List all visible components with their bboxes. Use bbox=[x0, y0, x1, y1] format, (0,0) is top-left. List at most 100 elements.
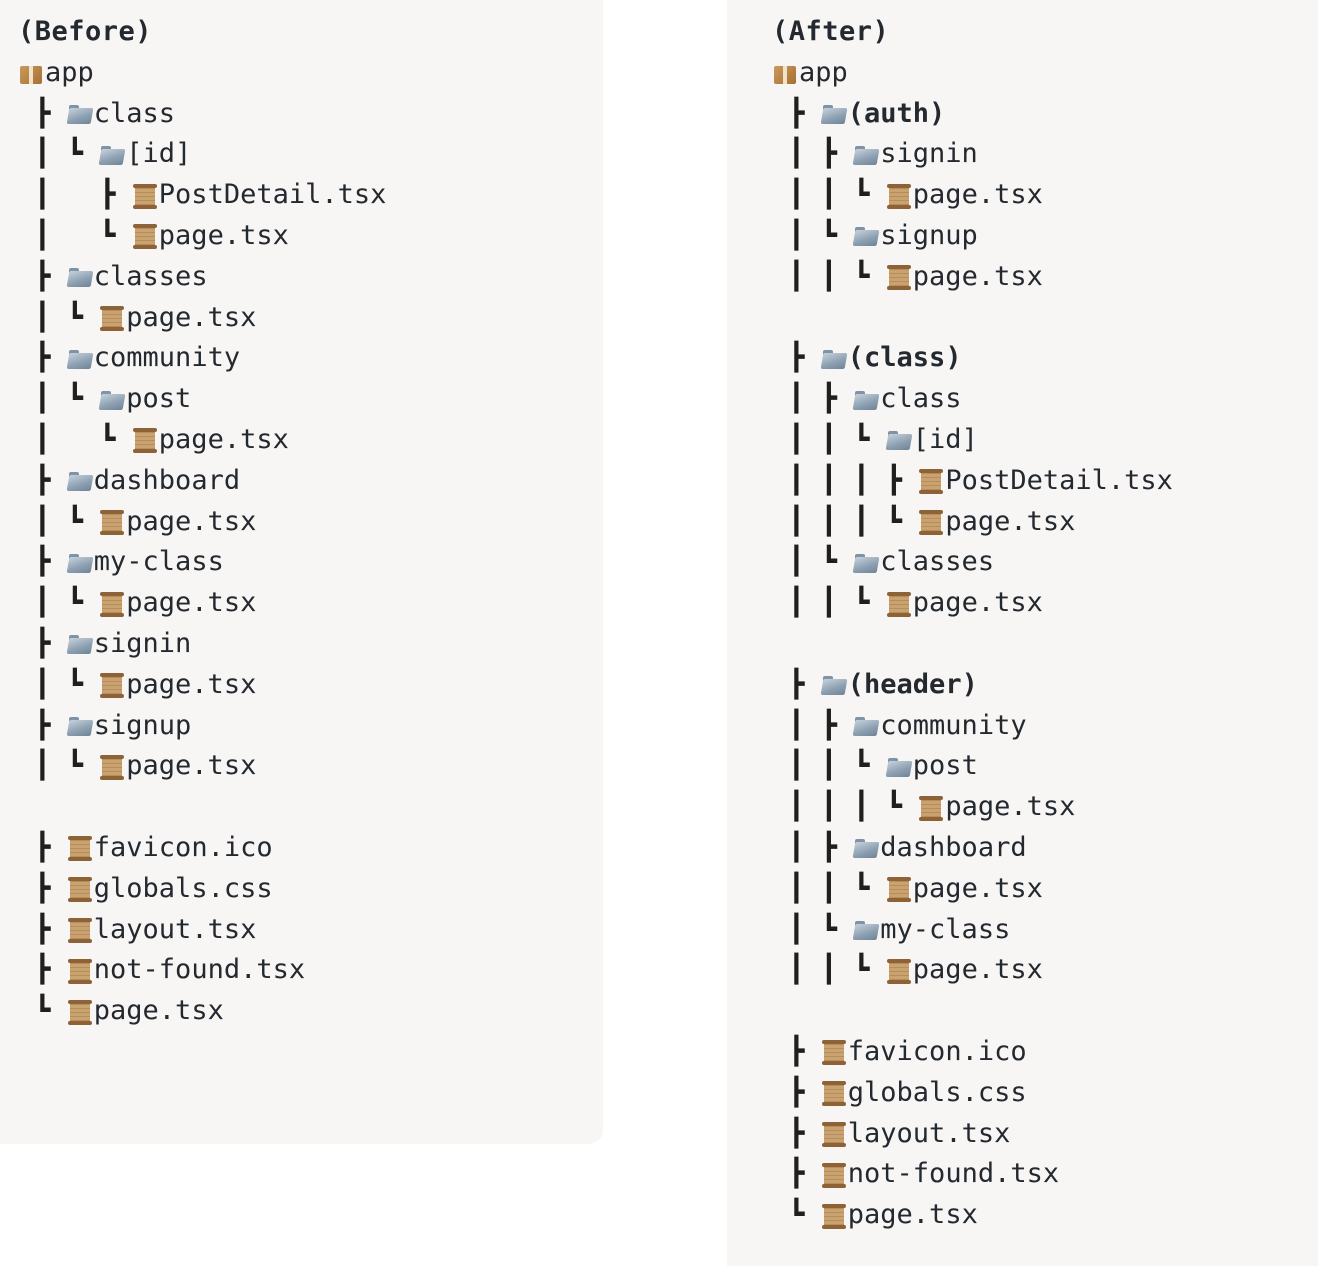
file-icon bbox=[99, 754, 125, 780]
tree-folder-row[interactable]: app bbox=[772, 53, 1173, 94]
tree-folder-row[interactable]: ┣ dashboard bbox=[18, 461, 386, 502]
tree-file-row[interactable]: ┃ ┗ page.tsx bbox=[18, 298, 386, 339]
tree-file-row[interactable]: ┃ ┃ ┃ ┗ page.tsx bbox=[772, 787, 1173, 828]
tree-file-row[interactable]: ┣ globals.css bbox=[772, 1073, 1173, 1114]
tree-folder-row[interactable]: ┣ community bbox=[18, 338, 386, 379]
tree-folder-row[interactable]: ┣ (auth) bbox=[772, 94, 1173, 135]
tree-connector: ┣ bbox=[18, 627, 67, 659]
tree-file-row[interactable]: ┣ layout.tsx bbox=[18, 910, 386, 951]
tree-connector: ┗ bbox=[772, 1199, 821, 1231]
tree-connector: ┣ bbox=[772, 1076, 821, 1108]
folder-icon bbox=[853, 223, 879, 249]
tree-connector: ┣ bbox=[18, 709, 67, 741]
tree-file-row[interactable]: ┃ ┣ PostDetail.tsx bbox=[18, 175, 386, 216]
tree-file-row[interactable]: ┗ page.tsx bbox=[772, 1195, 1173, 1236]
tree-file-row[interactable]: ┃ ┃ ┃ ┣ PostDetail.tsx bbox=[772, 461, 1173, 502]
tree-file-row[interactable]: ┃ ┗ page.tsx bbox=[18, 420, 386, 461]
tree-folder-row[interactable]: ┣ (header) bbox=[772, 665, 1173, 706]
tree-file-row[interactable]: ┣ favicon.ico bbox=[772, 1032, 1173, 1073]
folder-icon bbox=[821, 101, 847, 127]
tree-file-row[interactable]: ┃ ┃ ┃ ┗ page.tsx bbox=[772, 502, 1173, 543]
after-panel: (After) app ┣ (auth) ┃ ┣ signin ┃ ┃ ┗ pa… bbox=[727, 0, 1318, 1266]
tree-connector: ┃ ┗ bbox=[772, 219, 854, 251]
tree-file-row[interactable]: ┃ ┃ ┗ page.tsx bbox=[772, 175, 1173, 216]
tree-item-label: post bbox=[912, 750, 978, 782]
tree-item-label: page.tsx bbox=[912, 872, 1043, 904]
tree-item-label: community bbox=[93, 342, 241, 374]
tree-folder-row[interactable]: ┣ signup bbox=[18, 706, 386, 747]
tree-file-row[interactable]: ┗ page.tsx bbox=[18, 991, 386, 1032]
tree-file-row[interactable]: ┃ ┃ ┗ page.tsx bbox=[772, 869, 1173, 910]
tree-connector: ┣ bbox=[772, 1117, 821, 1149]
tree-file-row[interactable]: ┣ not-found.tsx bbox=[772, 1154, 1173, 1195]
tree-folder-row[interactable]: ┣ my-class bbox=[18, 542, 386, 583]
tree-item-label: favicon.ico bbox=[847, 1035, 1027, 1067]
tree-folder-row[interactable]: ┣ (class) bbox=[772, 338, 1173, 379]
tree-connector: ┣ bbox=[18, 546, 67, 578]
after-tree: (After) app ┣ (auth) ┃ ┣ signin ┃ ┃ ┗ pa… bbox=[772, 12, 1173, 1236]
tree-item-label: page.tsx bbox=[912, 260, 1043, 292]
tree-file-row[interactable]: ┃ ┗ page.tsx bbox=[18, 502, 386, 543]
tree-file-row[interactable]: ┣ not-found.tsx bbox=[18, 950, 386, 991]
tree-connector: ┣ bbox=[18, 260, 67, 292]
tree-item-label: app bbox=[45, 56, 94, 88]
tree-item-label: page.tsx bbox=[126, 668, 257, 700]
tree-folder-row[interactable]: ┃ ┣ community bbox=[772, 706, 1173, 747]
file-icon bbox=[886, 958, 912, 984]
tree-file-row[interactable]: ┣ globals.css bbox=[18, 869, 386, 910]
folder-icon bbox=[821, 672, 847, 698]
tree-connector: ┃ ┃ ┗ bbox=[772, 872, 886, 904]
tree-file-row[interactable]: ┣ layout.tsx bbox=[772, 1114, 1173, 1155]
tree-folder-row[interactable]: app bbox=[18, 53, 386, 94]
tree-folder-row[interactable]: ┃ ┃ ┗ post bbox=[772, 746, 1173, 787]
tree-folder-row[interactable]: ┃ ┣ class bbox=[772, 379, 1173, 420]
tree-folder-row[interactable]: ┃ ┣ dashboard bbox=[772, 828, 1173, 869]
file-icon bbox=[67, 999, 93, 1025]
file-icon bbox=[918, 468, 944, 494]
file-icon bbox=[821, 1203, 847, 1229]
tree-file-row[interactable]: ┃ ┃ ┗ page.tsx bbox=[772, 583, 1173, 624]
blank-line bbox=[772, 298, 1173, 339]
file-icon bbox=[918, 795, 944, 821]
tree-folder-row[interactable]: ┣ classes bbox=[18, 257, 386, 298]
tree-folder-row[interactable]: ┃ ┣ signin bbox=[772, 134, 1173, 175]
tree-connector: ┃ ┃ ┃ ┗ bbox=[772, 505, 919, 537]
folder-icon bbox=[853, 835, 879, 861]
tree-folder-row[interactable]: ┣ class bbox=[18, 94, 386, 135]
blank-line bbox=[18, 787, 386, 828]
tree-item-label: class bbox=[880, 383, 962, 415]
tree-item-label: class bbox=[93, 97, 176, 129]
tree-folder-row[interactable]: ┃ ┗ [id] bbox=[18, 134, 386, 175]
tree-file-row[interactable]: ┃ ┗ page.tsx bbox=[18, 583, 386, 624]
tree-item-label: not-found.tsx bbox=[93, 954, 306, 986]
tree-connector: ┣ bbox=[18, 342, 67, 374]
folder-icon bbox=[886, 754, 912, 780]
tree-folder-row[interactable]: ┃ ┗ post bbox=[18, 379, 386, 420]
tree-item-label: PostDetail.tsx bbox=[945, 464, 1173, 496]
before-heading: (Before) bbox=[18, 12, 386, 53]
tree-file-row[interactable]: ┃ ┗ page.tsx bbox=[18, 746, 386, 787]
tree-folder-row[interactable]: ┃ ┃ ┗ [id] bbox=[772, 420, 1173, 461]
tree-connector: ┣ bbox=[18, 464, 67, 496]
tree-file-row[interactable]: ┃ ┃ ┗ page.tsx bbox=[772, 257, 1173, 298]
tree-file-row[interactable]: ┃ ┗ page.tsx bbox=[18, 216, 386, 257]
tree-connector: ┣ bbox=[18, 913, 67, 945]
tree-connector: ┃ ┗ bbox=[772, 546, 854, 578]
tree-connector: ┃ ┣ bbox=[772, 383, 854, 415]
tree-file-row[interactable]: ┃ ┗ page.tsx bbox=[18, 665, 386, 706]
tree-item-label: favicon.ico bbox=[93, 831, 273, 863]
tree-connector: ┃ ┗ bbox=[18, 505, 100, 537]
tree-connector: ┃ ┗ bbox=[18, 219, 132, 251]
tree-connector: ┣ bbox=[772, 1158, 821, 1190]
tree-folder-row[interactable]: ┣ signin bbox=[18, 624, 386, 665]
tree-folder-row[interactable]: ┃ ┗ classes bbox=[772, 542, 1173, 583]
folder-icon bbox=[853, 713, 879, 739]
blank-line bbox=[772, 991, 1173, 1032]
tree-folder-row[interactable]: ┃ ┗ signup bbox=[772, 216, 1173, 257]
folder-icon bbox=[853, 917, 879, 943]
tree-file-row[interactable]: ┃ ┃ ┗ page.tsx bbox=[772, 950, 1173, 991]
tree-folder-row[interactable]: ┃ ┗ my-class bbox=[772, 910, 1173, 951]
tree-item-label: layout.tsx bbox=[847, 1117, 1011, 1149]
tree-connector: ┃ ┃ ┃ ┗ bbox=[772, 791, 919, 823]
tree-file-row[interactable]: ┣ favicon.ico bbox=[18, 828, 386, 869]
